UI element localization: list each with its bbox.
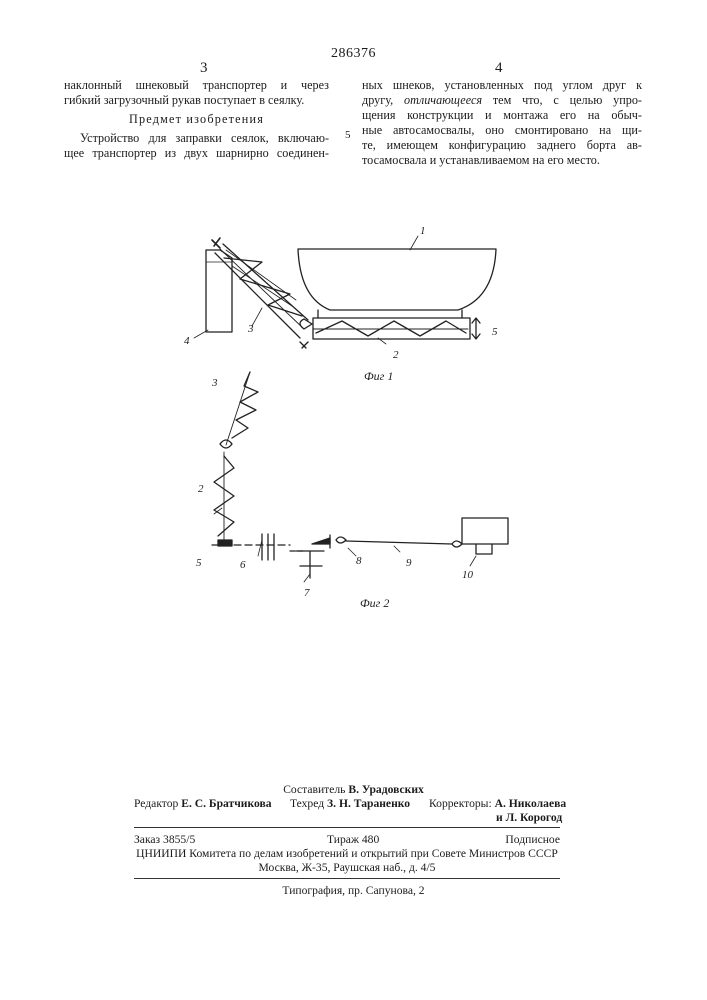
joint-10 xyxy=(452,541,462,547)
compiler-line: Составитель В. Урадовских xyxy=(0,783,707,797)
fig2-label-9: 9 xyxy=(406,557,412,569)
fig2-label-10: 10 xyxy=(462,569,474,581)
correctors-label: Корректоры: xyxy=(429,797,492,810)
footer-divider xyxy=(134,827,560,828)
compiler-name: В. Урадовских xyxy=(348,783,423,796)
engine-box xyxy=(462,518,508,544)
drive-arrow xyxy=(472,318,480,339)
patent-figures: 1 2 3 4 5 Фиг 1 2 3 5 6 7 8 9 10 Фиг 2 xyxy=(0,0,707,640)
corrector-2: и Л. Корогод xyxy=(496,811,562,824)
publisher-line-2: Москва, Ж-35, Раушская наб., д. 4/5 xyxy=(134,861,560,875)
order-number: Заказ 3855/5 xyxy=(134,833,195,847)
tech-name: З. Н. Тараненко xyxy=(327,797,410,810)
circulation: Тираж 480 xyxy=(327,833,379,847)
bottom-cap xyxy=(300,342,308,348)
tech-label: Техред xyxy=(290,797,324,810)
fig1-label-1: 1 xyxy=(420,225,426,237)
editor-label: Редактор xyxy=(134,797,178,810)
printer-line: Типография, пр. Сапунова, 2 xyxy=(0,884,707,898)
top-cap xyxy=(212,238,220,248)
fig2-label-5: 5 xyxy=(196,557,202,569)
joint-8 xyxy=(336,537,346,543)
shaft-9 xyxy=(346,541,452,544)
fig2-label-7: 7 xyxy=(304,587,310,599)
fig2-label-6: 6 xyxy=(240,559,246,571)
correctors-line: Корректоры: А. Николаева xyxy=(429,797,566,811)
fig1-caption: Фиг 1 xyxy=(364,369,393,383)
clutch-6 xyxy=(262,534,274,560)
tech-editor-line: Техред З. Н. Тараненко xyxy=(290,797,410,811)
hopper-body xyxy=(298,249,496,310)
horizontal-screw xyxy=(316,321,466,336)
fig1-label-5: 5 xyxy=(492,326,498,338)
corrector-2-line: и Л. Корогод xyxy=(496,811,562,825)
hopper-legs xyxy=(318,310,462,318)
upper-screw-scheme xyxy=(232,372,258,438)
fig1-label-4: 4 xyxy=(184,335,190,347)
engine-output xyxy=(476,544,492,554)
fig2-label-8: 8 xyxy=(356,555,362,567)
fig2-label-2: 2 xyxy=(198,483,204,495)
corrector-1: А. Николаева xyxy=(495,797,567,810)
subscription: Подписное xyxy=(496,833,560,847)
bevel-gear-8 xyxy=(312,538,330,544)
fig1-label-3: 3 xyxy=(247,323,254,335)
editor-name: Е. С. Братчикова xyxy=(181,797,271,810)
fig2-caption: Фиг 2 xyxy=(360,596,389,610)
fig2-label-3: 3 xyxy=(211,377,218,389)
editor-line: Редактор Е. С. Братчикова xyxy=(134,797,272,811)
compiler-label: Составитель xyxy=(283,783,345,796)
footer-divider-2 xyxy=(134,878,560,879)
publisher-line-1: ЦНИИПИ Комитета по делам изобретений и о… xyxy=(134,847,560,861)
fig1-label-2: 2 xyxy=(393,349,399,361)
